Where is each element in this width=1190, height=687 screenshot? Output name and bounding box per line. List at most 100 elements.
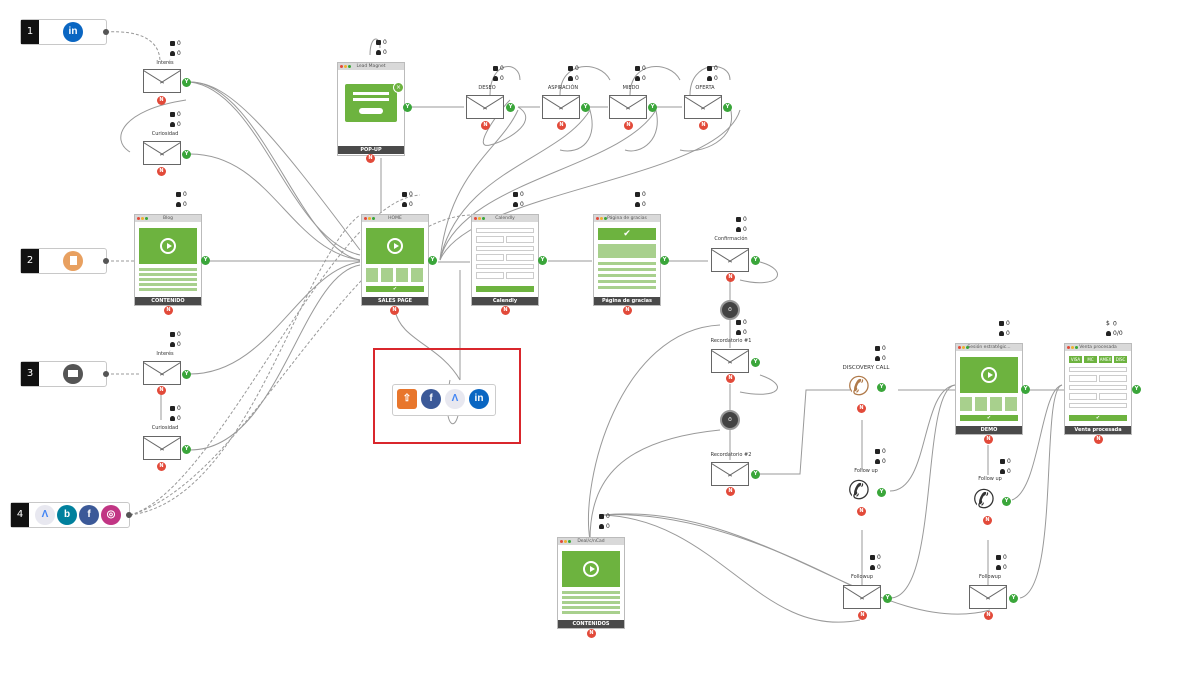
yes-badge[interactable]: Y [1009,594,1018,603]
no-badge[interactable]: N [557,121,566,130]
no-badge[interactable]: N [983,516,992,525]
close-icon[interactable]: × [393,82,404,93]
no-badge[interactable]: N [984,435,993,444]
yes-badge[interactable]: Y [883,594,892,603]
envelope-icon [843,585,881,609]
retargeting-icons[interactable]: ⇧ f Λ in [392,384,496,416]
page-titlebar: Sesión estratégic... [956,344,1022,351]
no-badge[interactable]: N [164,306,173,315]
yes-badge[interactable]: Y [538,256,547,265]
call-label: Follow up [978,476,1002,482]
sale-page[interactable]: Venta procesada VISA MC AMEX DISC ✔ Vent… [1064,343,1132,435]
yes-badge[interactable]: Y [506,103,515,112]
no-badge[interactable]: N [366,154,375,163]
popup-page[interactable]: Lead Magnet × POP-UP [337,62,405,156]
no-badge[interactable]: N [157,386,166,395]
source-3[interactable]: 3 [20,361,109,387]
yes-badge[interactable]: Y [201,256,210,265]
phone-icon: ✆ [848,372,870,402]
email-label: MIEDO [622,85,640,91]
facebook-icon: f [421,389,441,409]
yes-badge[interactable]: Y [648,103,657,112]
page-footer: POP-UP [338,146,404,154]
yes-badge[interactable]: Y [581,103,590,112]
yes-badge[interactable]: Y [877,383,886,392]
blog-page[interactable]: Blog CONTENIDO [134,214,202,306]
envelope-icon [143,69,181,93]
yes-badge[interactable]: Y [1002,497,1011,506]
yes-badge[interactable]: Y [1132,385,1141,394]
no-badge[interactable]: N [157,96,166,105]
yes-badge[interactable]: Y [182,150,191,159]
no-badge[interactable]: N [857,404,866,413]
no-badge[interactable]: N [587,629,596,638]
no-badge[interactable]: N [624,121,633,130]
email-label: Followup [978,574,1002,580]
no-badge[interactable]: N [481,121,490,130]
mail-icon [63,364,83,384]
yes-badge[interactable]: Y [403,103,412,112]
source-2[interactable]: 2 [20,248,109,274]
content-page[interactable]: Deal/c/nCad CONTENIDOS [557,537,625,629]
linkedin-icon: in [469,389,489,409]
bing-icon: b [57,505,77,525]
no-badge[interactable]: N [157,167,166,176]
wait-timer-icon[interactable]: ⏱ [720,300,740,320]
yes-badge[interactable]: Y [877,488,886,497]
wait-timer-icon[interactable]: ⏱ [720,410,740,430]
envelope-icon [711,349,749,373]
no-badge[interactable]: N [857,507,866,516]
no-badge[interactable]: N [699,121,708,130]
home-page[interactable]: HOME ✔ SALES PAGE [361,214,429,306]
no-badge[interactable]: N [984,611,993,620]
no-badge[interactable]: N [1094,435,1103,444]
no-badge[interactable]: N [501,306,510,315]
yes-badge[interactable]: Y [751,256,760,265]
no-badge[interactable]: N [858,611,867,620]
email-label: Followup [850,574,874,580]
email-label: Recordatorio #2 [710,452,752,458]
yes-badge[interactable]: Y [660,256,669,265]
yes-badge[interactable]: Y [182,78,191,87]
source-4[interactable]: 4 Λ b f ◎ [10,502,132,528]
no-badge[interactable]: N [157,462,166,471]
yes-badge[interactable]: Y [723,103,732,112]
source-1[interactable]: 1 in [20,19,109,45]
yes-badge[interactable]: Y [182,370,191,379]
cta-button: ✔ [1069,415,1127,421]
no-badge[interactable]: N [726,487,735,496]
calendly-page[interactable]: Calendly Calendly [471,214,539,306]
connector-dot[interactable] [126,512,132,518]
connector-dot[interactable] [103,258,109,264]
page-footer: CONTENIDOS [558,620,624,628]
no-badge[interactable]: N [726,273,735,282]
connector-dot[interactable] [103,29,109,35]
yes-badge[interactable]: Y [751,470,760,479]
connector-dot[interactable] [103,371,109,377]
no-badge[interactable]: N [726,374,735,383]
demo-page[interactable]: Sesión estratégic... ✔ DEMO [955,343,1023,435]
envelope-icon [143,361,181,385]
yes-badge[interactable]: Y [1021,385,1030,394]
page-titlebar: Calendly [472,215,538,222]
yes-badge[interactable]: Y [182,445,191,454]
yes-badge[interactable]: Y [751,358,760,367]
yes-badge[interactable]: Y [428,256,437,265]
thankyou-page[interactable]: Página de gracias ✔ Página de gracias [593,214,661,306]
email-label: Curiosidad [151,425,179,431]
no-badge[interactable]: N [390,306,399,315]
no-badge[interactable]: N [623,306,632,315]
